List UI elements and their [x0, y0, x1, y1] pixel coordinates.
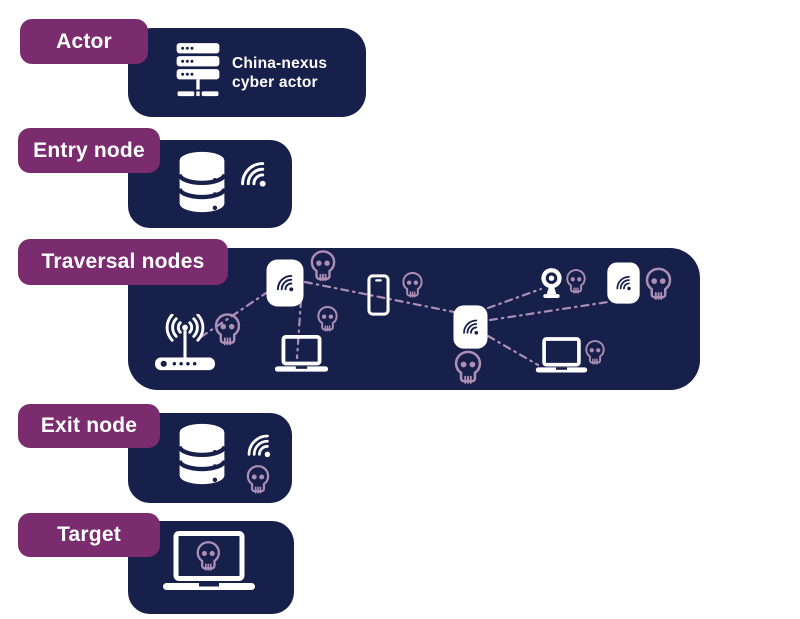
database-icon [176, 151, 228, 213]
database-icon [176, 423, 228, 485]
label-entry-node-text: Entry node [33, 138, 145, 162]
traversal-nodes-panel [128, 248, 700, 390]
skull-icon [402, 272, 423, 298]
laptop-icon [534, 337, 589, 374]
skull-icon [246, 465, 270, 494]
skull-icon [454, 350, 482, 385]
smartphone-icon [367, 274, 390, 316]
access-point-icon [452, 304, 489, 350]
connection-line [303, 280, 456, 314]
access-point-icon [606, 261, 641, 305]
label-exit-node-text: Exit node [40, 414, 138, 437]
actor-description-line1: China-nexus [232, 54, 328, 72]
label-exit-node: Exit node [18, 404, 160, 448]
skull-icon [566, 269, 586, 294]
label-traversal-nodes-text: Traversal nodes [41, 250, 205, 273]
label-target: Target [18, 513, 160, 557]
skull-icon [317, 306, 338, 332]
laptop-skull-icon [163, 531, 255, 590]
connection-line [295, 298, 303, 360]
label-target-text: Target [57, 523, 121, 546]
wifi-icon [241, 162, 268, 189]
webcam-icon [541, 268, 562, 298]
actor-description-line2: cyber actor [232, 73, 318, 91]
skull-icon [214, 313, 241, 346]
label-actor-text: Actor [56, 29, 112, 53]
laptop-icon [273, 335, 330, 373]
actor-panel: China-nexus cyber actor [128, 28, 366, 117]
label-entry-node: Entry node [18, 128, 160, 173]
label-actor: Actor [20, 19, 148, 64]
connection-line [486, 287, 543, 310]
connection-line [486, 334, 540, 367]
skull-icon [585, 340, 605, 365]
server-icon [176, 43, 220, 97]
access-point-icon [265, 258, 305, 308]
wifi-icon [247, 434, 272, 459]
skull-icon [310, 250, 336, 282]
label-traversal-nodes: Traversal nodes [18, 239, 228, 285]
skull-icon [645, 267, 672, 301]
actor-description: China-nexus cyber actor [232, 28, 327, 117]
connection-line [488, 300, 610, 322]
wireless-router-icon [155, 314, 215, 371]
